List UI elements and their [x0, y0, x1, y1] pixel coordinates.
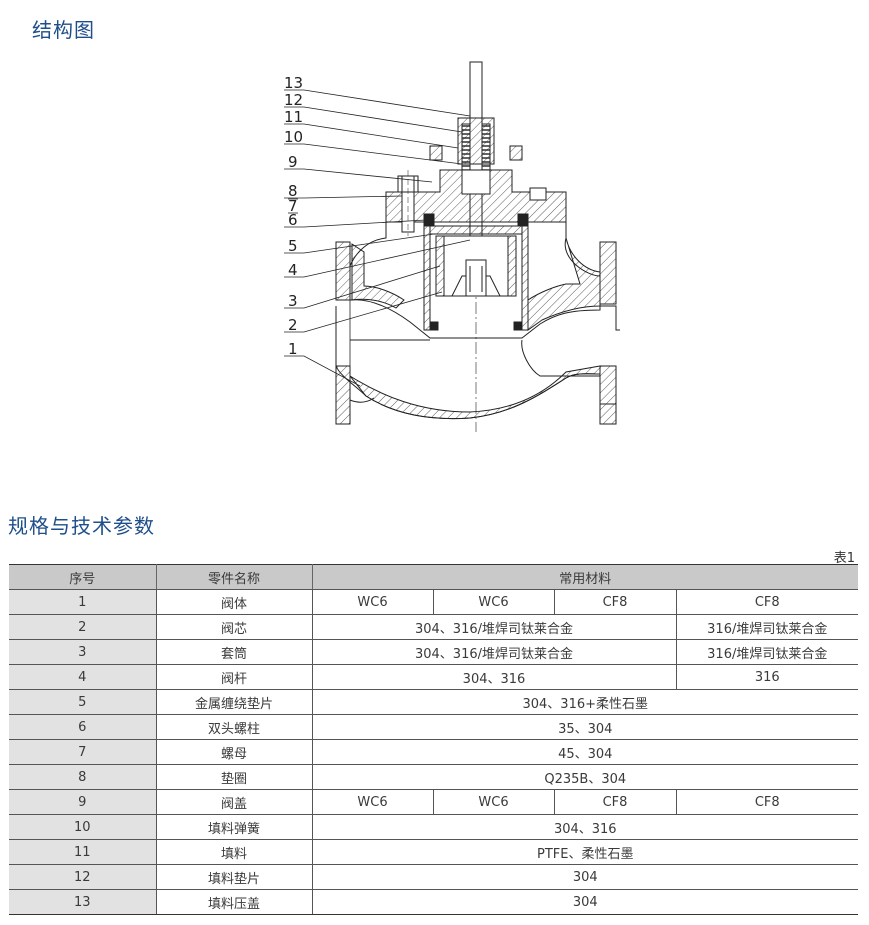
- diagram-label-10: 10: [284, 128, 303, 146]
- cell-material: 304、316: [312, 664, 677, 690]
- diagram-label-11: 11: [284, 108, 303, 126]
- cell-serial-no: 7: [9, 739, 157, 765]
- cell-material: 304、316+柔性石墨: [312, 689, 859, 715]
- cell-material: 316/堆焊司钛莱合金: [676, 639, 859, 665]
- specifications-title: 规格与技术参数: [8, 514, 155, 538]
- cell-material: CF8: [554, 589, 677, 615]
- cell-part-name: 阀体: [156, 589, 313, 615]
- cell-part-name: 双头螺柱: [156, 714, 313, 740]
- cell-part-name: 填料弹簧: [156, 814, 313, 840]
- cell-material: CF8: [676, 789, 859, 815]
- cell-serial-no: 1: [9, 589, 157, 615]
- cell-part-name: 螺母: [156, 739, 313, 765]
- cell-serial-no: 11: [9, 839, 157, 865]
- diagram-label-13: 13: [284, 74, 303, 92]
- cell-serial-no: 13: [9, 889, 157, 915]
- diagram-label-5: 5: [288, 237, 298, 255]
- cell-serial-no: 5: [9, 689, 157, 715]
- cell-serial-no: 3: [9, 639, 157, 665]
- cell-material: 45、304: [312, 739, 859, 765]
- diagram-label-1: 1: [288, 340, 298, 358]
- cell-material: WC6: [433, 589, 555, 615]
- cell-serial-no: 4: [9, 664, 157, 690]
- cell-serial-no: 12: [9, 864, 157, 890]
- cell-part-name: 填料: [156, 839, 313, 865]
- diagram-label-3: 3: [288, 292, 298, 310]
- cell-material: 304、316: [312, 814, 859, 840]
- cell-part-name: 填料压盖: [156, 889, 313, 915]
- table-header-row: 序号 零件名称 常用材料: [9, 564, 859, 590]
- cell-material: 35、304: [312, 714, 859, 740]
- cell-part-name: 阀杆: [156, 664, 313, 690]
- header-serial-no: 序号: [9, 564, 157, 590]
- cell-material: Q235B、304: [312, 764, 859, 790]
- cell-serial-no: 10: [9, 814, 157, 840]
- header-materials: 常用材料: [312, 564, 859, 590]
- cell-material: 304: [312, 889, 859, 915]
- diagram-label-6: 6: [288, 211, 298, 229]
- cell-part-name: 阀盖: [156, 789, 313, 815]
- cell-material: 304、316/堆焊司钛莱合金: [312, 639, 677, 665]
- diagram-label-8: 8: [288, 182, 298, 200]
- cell-material: CF8: [676, 589, 859, 615]
- cell-part-name: 垫圈: [156, 764, 313, 790]
- cell-serial-no: 8: [9, 764, 157, 790]
- cell-part-name: 阀芯: [156, 614, 313, 640]
- diagram-label-12: 12: [284, 91, 303, 109]
- cell-material: WC6: [433, 789, 555, 815]
- cell-material: WC6: [312, 789, 434, 815]
- cell-serial-no: 9: [9, 789, 157, 815]
- diagram-label-7: 7: [288, 197, 298, 215]
- cell-material: CF8: [554, 789, 677, 815]
- structure-diagram-title: 结构图: [32, 18, 95, 42]
- diagram-label-2: 2: [288, 316, 298, 334]
- cell-material: 304、316/堆焊司钛莱合金: [312, 614, 677, 640]
- cell-part-name: 金属缠绕垫片: [156, 689, 313, 715]
- header-part-name: 零件名称: [156, 564, 313, 590]
- valve-structure-diagram: 13 12 11 10 9 8 7 6 5 4 3 2 1: [284, 61, 620, 432]
- cell-part-name: 套筒: [156, 639, 313, 665]
- cell-serial-no: 6: [9, 714, 157, 740]
- diagram-label-4: 4: [288, 261, 298, 279]
- diagram-label-9: 9: [288, 153, 298, 171]
- diagram-label-group: 13 12 11 10 9 8 7 6 5 4 3 2 1: [284, 74, 303, 358]
- table-number-label: 表1: [833, 551, 855, 566]
- cell-material: 316/堆焊司钛莱合金: [676, 614, 859, 640]
- cell-serial-no: 2: [9, 614, 157, 640]
- cell-part-name: 填料垫片: [156, 864, 313, 890]
- cell-material: PTFE、柔性石墨: [312, 839, 859, 865]
- cell-material: 304: [312, 864, 859, 890]
- cell-material: 316: [676, 664, 859, 690]
- cell-material: WC6: [312, 589, 434, 615]
